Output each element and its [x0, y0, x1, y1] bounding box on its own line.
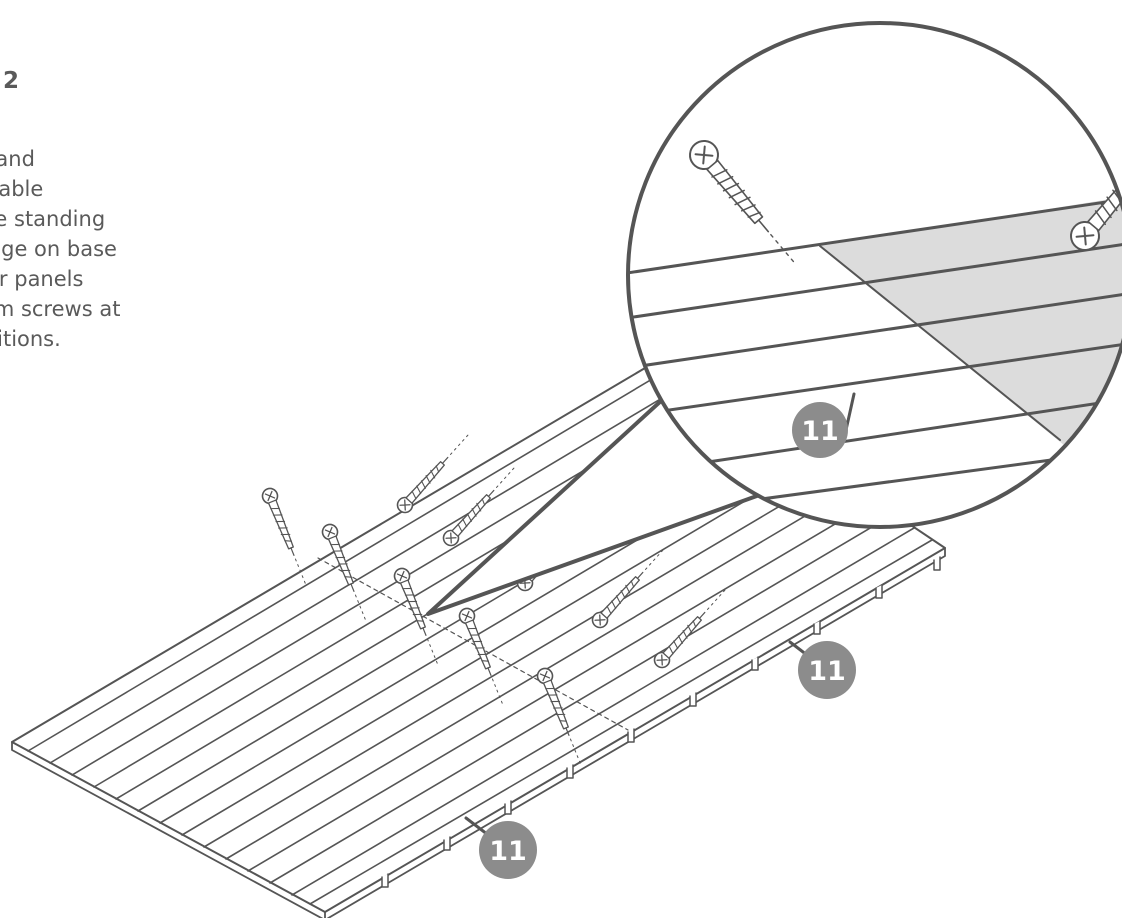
instruction-line: here standing [0, 207, 106, 231]
magnifier-pointer [426, 398, 770, 616]
instruction-line: suitable [0, 177, 44, 201]
instruction-line: rm and [0, 147, 35, 171]
part-callout: 11 [464, 816, 537, 879]
instruction-line: positions. [0, 327, 61, 351]
floor-panel-edge [11, 547, 946, 918]
callout-label: 11 [808, 656, 846, 687]
instruction-line: t page on base [0, 237, 117, 261]
instruction-text: rm and suitable here standing t page on … [0, 144, 120, 354]
bearer-line [317, 557, 629, 731]
bearer-blocks [381, 556, 941, 888]
callout-label: 11 [489, 836, 527, 867]
callout-label: 11 [801, 416, 839, 447]
instruction-line: floor panels [0, 267, 84, 291]
shaded-bearer [820, 195, 1122, 450]
instruction-line: 0mm screws at [0, 297, 121, 321]
part-callout: 11 [792, 392, 856, 458]
magnifier-detail [626, 21, 1122, 529]
step-heading: Y 2 [0, 68, 20, 94]
part-callout: 11 [788, 640, 856, 699]
